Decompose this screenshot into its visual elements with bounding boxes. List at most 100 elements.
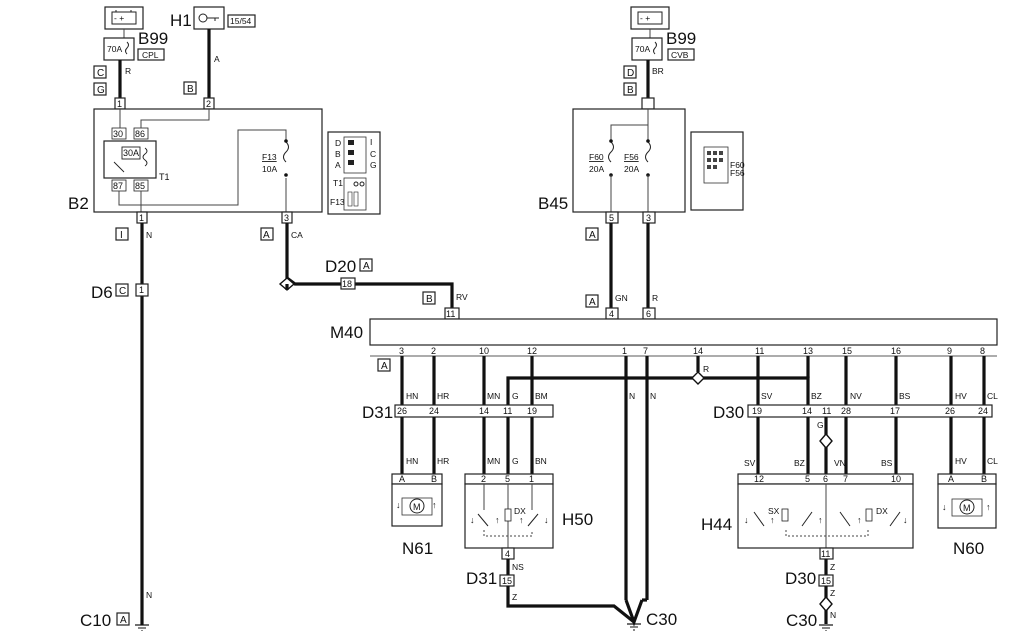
label-d6: D6	[91, 283, 113, 302]
svg-text:BZ: BZ	[794, 458, 805, 468]
svg-text:26: 26	[397, 406, 407, 416]
relay-pin-85: 85	[135, 181, 145, 191]
relay-pin-86: 86	[135, 129, 145, 139]
svg-text:7: 7	[643, 346, 648, 356]
fuse-f13: F13	[262, 152, 277, 162]
svg-text:- +: - +	[114, 13, 124, 23]
svg-text:Z: Z	[512, 592, 517, 602]
tag-b2: B	[627, 85, 634, 96]
svg-text:19: 19	[527, 406, 537, 416]
ground-icon-c30-left	[627, 623, 641, 631]
svg-text:G: G	[817, 420, 824, 430]
tag-b: B	[187, 84, 194, 95]
svg-text:C: C	[370, 149, 376, 159]
tag-a1: A	[263, 230, 270, 241]
svg-text:3: 3	[399, 346, 404, 356]
svg-text:G: G	[512, 456, 519, 466]
fuse-f56-rating: 20A	[624, 164, 639, 174]
tag-d20: A	[363, 261, 370, 272]
svg-text:↑: ↑	[519, 515, 524, 525]
svg-text:14: 14	[802, 406, 812, 416]
key-icon	[193, 6, 225, 30]
svg-text:10: 10	[891, 474, 901, 484]
label-b45: B45	[538, 194, 568, 213]
pin-11: 11	[446, 309, 455, 319]
label-b2: B2	[68, 194, 89, 213]
switch-h44: 12 5 6 7 10 SX DX ↓↑ ↑↑ ↓	[737, 473, 914, 549]
svg-text:G: G	[512, 391, 519, 401]
wire-r2: R	[652, 293, 658, 303]
relay-pin-87: 87	[113, 181, 123, 191]
pin-18: 18	[342, 279, 352, 289]
svg-text:N: N	[830, 610, 836, 620]
wire-rv: RV	[456, 292, 468, 302]
svg-text:↑: ↑	[495, 515, 500, 525]
pin-5: 5	[609, 213, 614, 223]
label-d30-bottom: D30	[785, 569, 816, 588]
svg-text:F56: F56	[730, 168, 745, 178]
svg-text:B: B	[981, 474, 987, 484]
svg-text:↑: ↑	[857, 515, 862, 525]
tag-a4: A	[381, 361, 388, 372]
svg-text:MN: MN	[487, 391, 500, 401]
pin-3: 3	[284, 213, 289, 223]
svg-text:↓: ↓	[470, 515, 475, 525]
svg-text:6: 6	[823, 474, 828, 484]
battery-icon-right: - +	[630, 6, 670, 30]
svg-text:5: 5	[505, 474, 510, 484]
svg-text:11: 11	[822, 406, 831, 416]
switch-h50: 2 5 1 DX ↓↑ ↑↓	[464, 473, 554, 549]
fuse-b99-left: 70A	[103, 37, 135, 61]
m40-connector-bar	[369, 318, 998, 346]
svg-text:BS: BS	[899, 391, 911, 401]
svg-text:A: A	[399, 474, 405, 484]
svg-text:D: D	[335, 138, 341, 148]
motor-n61: A B ↓ ↑ M	[391, 473, 443, 527]
wire-r: R	[125, 66, 131, 76]
label-n61: N61	[402, 539, 433, 558]
svg-text:↑: ↑	[770, 515, 775, 525]
svg-text:BS: BS	[881, 458, 893, 468]
svg-text:BM: BM	[535, 391, 548, 401]
svg-text:NS: NS	[512, 562, 524, 572]
tag-a3: A	[589, 297, 596, 308]
pin-1b: 1	[139, 213, 144, 223]
svg-text:SV: SV	[744, 458, 756, 468]
wire-r3: R	[703, 364, 709, 374]
splice-z	[819, 595, 833, 613]
tag-d6: C	[119, 286, 126, 297]
svg-text:VN: VN	[834, 458, 846, 468]
svg-text:N: N	[650, 391, 656, 401]
label-m40: M40	[330, 323, 363, 342]
svg-text:16: 16	[891, 346, 901, 356]
svg-text:12: 12	[754, 474, 764, 484]
svg-text:↓: ↓	[903, 515, 908, 525]
label-h50: H50	[562, 510, 593, 529]
svg-text:CL: CL	[987, 456, 998, 466]
pin-1c: 1	[139, 285, 144, 295]
tag-g: G	[97, 85, 105, 96]
label-d30: D30	[713, 403, 744, 422]
wire-c10-n: N	[146, 590, 152, 600]
svg-text:A: A	[335, 160, 341, 170]
tag-d: D	[627, 68, 634, 79]
svg-text:N: N	[629, 391, 635, 401]
tag-c: C	[97, 68, 104, 79]
fuse-f60: F60	[589, 152, 604, 162]
svg-text:14: 14	[693, 346, 703, 356]
svg-text:G: G	[370, 160, 377, 170]
label-d31: D31	[362, 403, 393, 422]
svg-text:15: 15	[502, 576, 512, 586]
svg-text:↓: ↓	[544, 515, 549, 525]
svg-text:HR: HR	[437, 391, 449, 401]
tag-cvb: CVB	[671, 50, 689, 60]
svg-text:7: 7	[843, 474, 848, 484]
wire-a: A	[214, 54, 220, 64]
relay-pin-30: 30	[113, 129, 123, 139]
d30-connector	[747, 404, 993, 418]
svg-text:↓: ↓	[396, 500, 401, 510]
label-b99-right: B99	[666, 29, 696, 48]
svg-text:11: 11	[755, 346, 764, 356]
svg-text:15: 15	[821, 576, 831, 586]
